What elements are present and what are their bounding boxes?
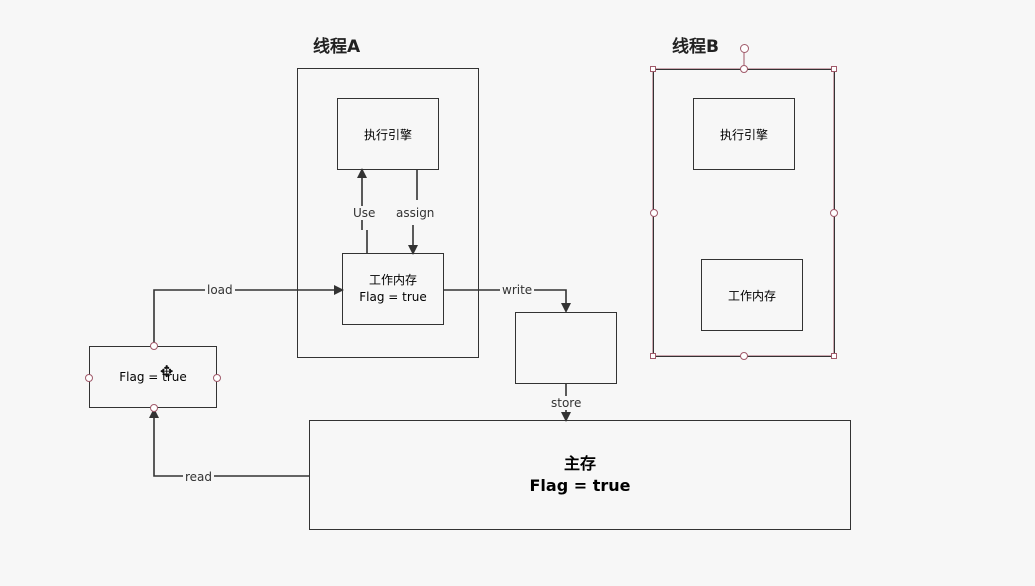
threadB-handle-bottom-right[interactable] bbox=[831, 353, 837, 359]
move-cursor-icon: ✥ bbox=[160, 362, 174, 381]
threadB-engine-label: 执行引擎 bbox=[719, 127, 768, 142]
read-edge-label: read bbox=[183, 470, 215, 484]
threadA-work-memory-title: 工作内存 bbox=[368, 273, 417, 287]
threadB-handle-top-mid[interactable] bbox=[740, 65, 748, 73]
threadA-title: 线程A bbox=[313, 37, 361, 57]
threadB-rotate-handle[interactable] bbox=[740, 44, 749, 53]
left-flag-box[interactable]: Flag = true bbox=[89, 346, 217, 408]
threadB-work-memory-title: 工作内存 bbox=[727, 288, 776, 303]
threadA-engine-box[interactable]: 执行引擎 bbox=[337, 98, 439, 170]
left-box-handle-bottom[interactable] bbox=[150, 404, 158, 412]
threadB-handle-top-right[interactable] bbox=[831, 66, 837, 72]
store-edge-label: store bbox=[549, 396, 584, 410]
main-memory-value: Flag = true bbox=[529, 476, 631, 495]
write-arrow bbox=[443, 289, 571, 313]
threadA-work-memory-value: Flag = true bbox=[359, 290, 427, 304]
write-edge-label: write bbox=[500, 283, 535, 297]
read-arrow bbox=[149, 408, 310, 477]
left-box-handle-left[interactable] bbox=[85, 374, 93, 382]
threadB-work-memory-box[interactable]: 工作内存 bbox=[701, 259, 803, 331]
threadB-handle-bottom-mid[interactable] bbox=[740, 352, 748, 360]
main-memory-box[interactable]: 主存 Flag = true bbox=[309, 420, 851, 530]
threadB-handle-bottom-left[interactable] bbox=[650, 353, 656, 359]
left-box-handle-right[interactable] bbox=[213, 374, 221, 382]
threadA-container[interactable] bbox=[297, 68, 479, 358]
threadB-handle-top-left[interactable] bbox=[650, 66, 656, 72]
threadB-handle-left-mid[interactable] bbox=[650, 209, 658, 217]
use-edge-label: Use bbox=[351, 206, 378, 220]
assign-edge-label: assign bbox=[394, 206, 437, 220]
load-arrow bbox=[153, 285, 344, 346]
load-edge-label: load bbox=[205, 283, 235, 297]
threadB-engine-box[interactable]: 执行引擎 bbox=[693, 98, 795, 170]
main-memory-title: 主存 bbox=[563, 454, 596, 473]
threadB-handle-right-mid[interactable] bbox=[830, 209, 838, 217]
use-arrow bbox=[362, 170, 367, 254]
threadA-work-memory-box[interactable]: 工作内存 Flag = true bbox=[342, 253, 444, 325]
temp-buffer-box[interactable] bbox=[515, 312, 617, 384]
threadA-engine-label: 执行引擎 bbox=[363, 127, 412, 142]
left-box-handle-top[interactable] bbox=[150, 342, 158, 350]
assign-arrow bbox=[413, 170, 417, 253]
left-flag-text: Flag = true bbox=[119, 370, 187, 384]
threadB-title: 线程B bbox=[672, 37, 719, 57]
